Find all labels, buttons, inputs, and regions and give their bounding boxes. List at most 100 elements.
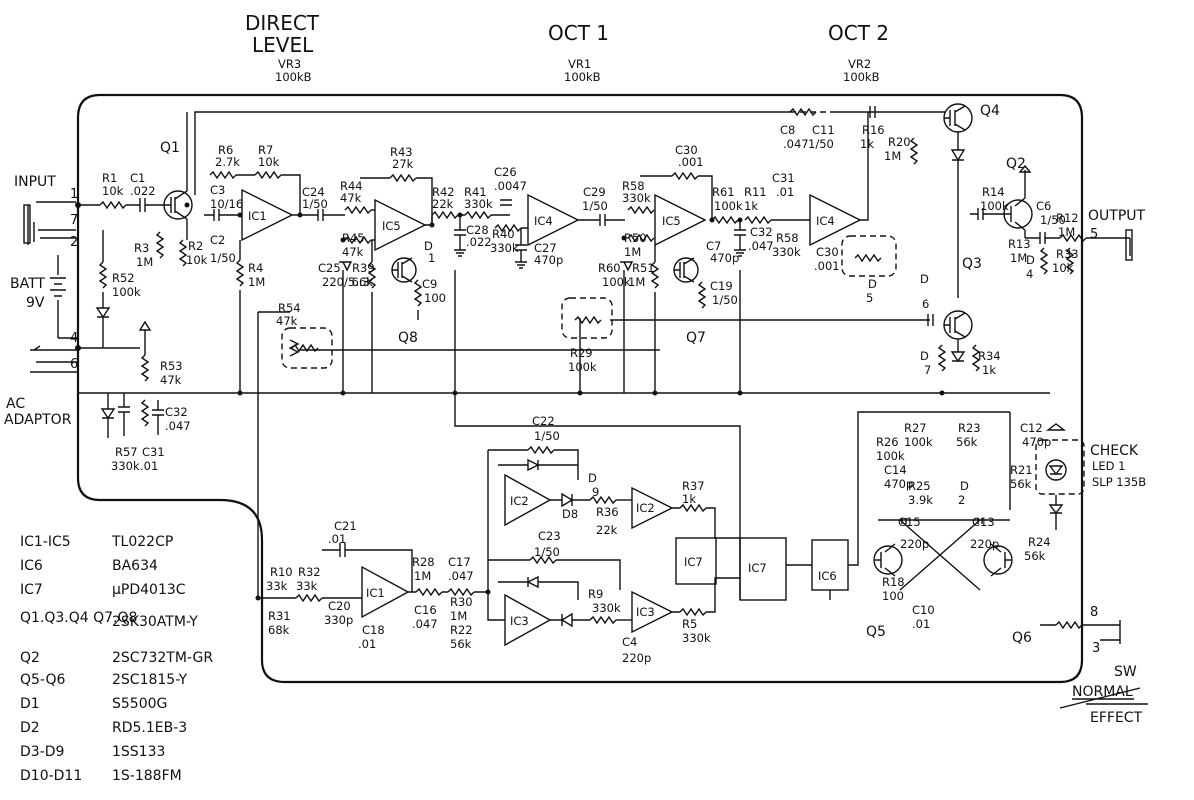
c12-value: 220p bbox=[900, 537, 929, 551]
r50-label: C7 bbox=[706, 239, 721, 253]
c16-label: R23 bbox=[958, 421, 981, 435]
r59-label: R54 bbox=[278, 301, 301, 315]
r45-label: R45 bbox=[342, 231, 365, 245]
r39-value: .01 bbox=[140, 459, 158, 473]
effect-label: EFFECT bbox=[1090, 710, 1143, 726]
c29-label: C29 bbox=[583, 185, 606, 199]
r28-value: 100k bbox=[876, 449, 905, 463]
r25-label: R24 bbox=[1028, 535, 1051, 549]
c14-label: C13 bbox=[972, 515, 995, 529]
r58-label-value: 330k bbox=[772, 245, 801, 259]
q8-label: Q8 bbox=[398, 330, 418, 346]
ic6-label: IC6 bbox=[818, 569, 837, 583]
c19-label: R16 bbox=[862, 123, 885, 137]
c22-value: 22k bbox=[596, 523, 618, 537]
d10-label: C25 bbox=[318, 261, 341, 275]
r41-value: 330k bbox=[464, 197, 493, 211]
r38-label: C23 bbox=[538, 529, 561, 543]
vr2-ref: VR2 bbox=[848, 57, 871, 71]
c32-label-ref: C32 bbox=[750, 225, 773, 239]
parts-ref-5: Q5-Q6 bbox=[20, 672, 66, 688]
ic4-top bbox=[527, 193, 580, 247]
r26-value: 3.9k bbox=[908, 493, 933, 507]
c2-value: 1/50 bbox=[210, 251, 236, 265]
vr1-ref: VR1 bbox=[568, 57, 591, 71]
r60-label: R29 bbox=[570, 346, 593, 360]
r48-value: 100 bbox=[424, 291, 446, 305]
c2-label: C2 bbox=[210, 233, 225, 247]
r9-value: 33k bbox=[296, 579, 318, 593]
r40-value: 330k bbox=[490, 241, 519, 255]
r13-label: R34 bbox=[978, 349, 1001, 363]
c22-label: R36 bbox=[596, 505, 619, 519]
c28-label: C28 bbox=[466, 223, 489, 237]
r3-value: 1M bbox=[136, 255, 153, 269]
c9-label: R57 bbox=[115, 445, 138, 459]
r12-value: 7 bbox=[924, 363, 931, 377]
vr2-value: 100kB bbox=[843, 70, 880, 84]
c7-value: 1/50 bbox=[808, 137, 834, 151]
c17-label: R27 bbox=[904, 421, 927, 435]
r7-value: 10k bbox=[258, 155, 280, 169]
r8-label: R10 bbox=[270, 565, 293, 579]
c8-value: 100k bbox=[980, 199, 1009, 213]
batt-voltage: 9V bbox=[26, 295, 45, 311]
parts-part-6: S5500G bbox=[112, 696, 167, 712]
ic2-right bbox=[631, 486, 674, 530]
r36-label: R5 bbox=[682, 617, 697, 631]
parts-ref-7: D2 bbox=[20, 720, 40, 736]
r14-label: R33 bbox=[1056, 247, 1079, 261]
r15-value: 4 bbox=[1026, 267, 1033, 281]
r53-label: R50 bbox=[624, 231, 647, 245]
c32-label-value: .047 bbox=[748, 239, 774, 253]
c3-label: C3 bbox=[210, 183, 225, 197]
c30-label-value: .001 bbox=[814, 259, 840, 273]
vr1-value: 100kB bbox=[564, 70, 601, 84]
q5-label: Q5 bbox=[866, 624, 886, 640]
parts-part-4: 2SC732TM-GR bbox=[112, 650, 213, 666]
r57-label: R11 bbox=[744, 185, 767, 199]
c27-value: 470p bbox=[534, 253, 563, 267]
check-led-box bbox=[1035, 439, 1085, 495]
r26-label: R25 bbox=[908, 479, 931, 493]
r5-label: C20 bbox=[328, 599, 351, 613]
r20-label: R13 bbox=[1008, 237, 1031, 251]
r22-label: C14 bbox=[884, 463, 907, 477]
q1-symbol bbox=[163, 190, 193, 220]
r31-value: 56k bbox=[450, 637, 472, 651]
r55-value: .001 bbox=[678, 155, 704, 169]
ic3-right bbox=[631, 590, 674, 634]
parts-ref-8: D3-D9 bbox=[20, 744, 64, 760]
r5-value: 330p bbox=[324, 613, 353, 627]
r29-label: R20 bbox=[888, 135, 911, 149]
output-jack[interactable] bbox=[1125, 229, 1133, 261]
c6-label: D bbox=[920, 272, 929, 286]
r53-value: 1M bbox=[624, 245, 641, 259]
r10-label: R28 bbox=[412, 555, 435, 569]
q6-label: Q6 bbox=[1012, 630, 1032, 646]
r37-label: R9 bbox=[588, 587, 603, 601]
r52-value: 1M bbox=[628, 275, 645, 289]
ic5-top bbox=[374, 198, 427, 252]
r43-label: R43 bbox=[390, 145, 413, 159]
input-jack[interactable] bbox=[23, 201, 76, 245]
c6-value: 6 bbox=[922, 297, 929, 311]
oct1-label: OCT 1 bbox=[548, 21, 609, 45]
c23-label: C4 bbox=[622, 635, 637, 649]
r21-value: 100 bbox=[882, 589, 904, 603]
r42-label: R42 bbox=[432, 185, 455, 199]
vr3-ref: VR3 bbox=[278, 57, 301, 71]
r1-value: 10k bbox=[102, 184, 124, 198]
ac-jack[interactable] bbox=[30, 345, 78, 373]
r51-value: 1/50 bbox=[712, 293, 738, 307]
sw-jack[interactable] bbox=[1100, 620, 1121, 644]
ic2-left bbox=[504, 473, 552, 527]
check-label: CHECK bbox=[1090, 443, 1139, 459]
c15-value: .01 bbox=[912, 617, 930, 631]
parts-part-1: BA634 bbox=[112, 558, 158, 574]
c1-value: .022 bbox=[130, 184, 156, 198]
c27-label: C27 bbox=[534, 241, 557, 255]
c31-label-value: .01 bbox=[776, 185, 794, 199]
r61-label: D bbox=[868, 277, 877, 291]
d10-value: 220/ 6.3 bbox=[322, 275, 370, 289]
